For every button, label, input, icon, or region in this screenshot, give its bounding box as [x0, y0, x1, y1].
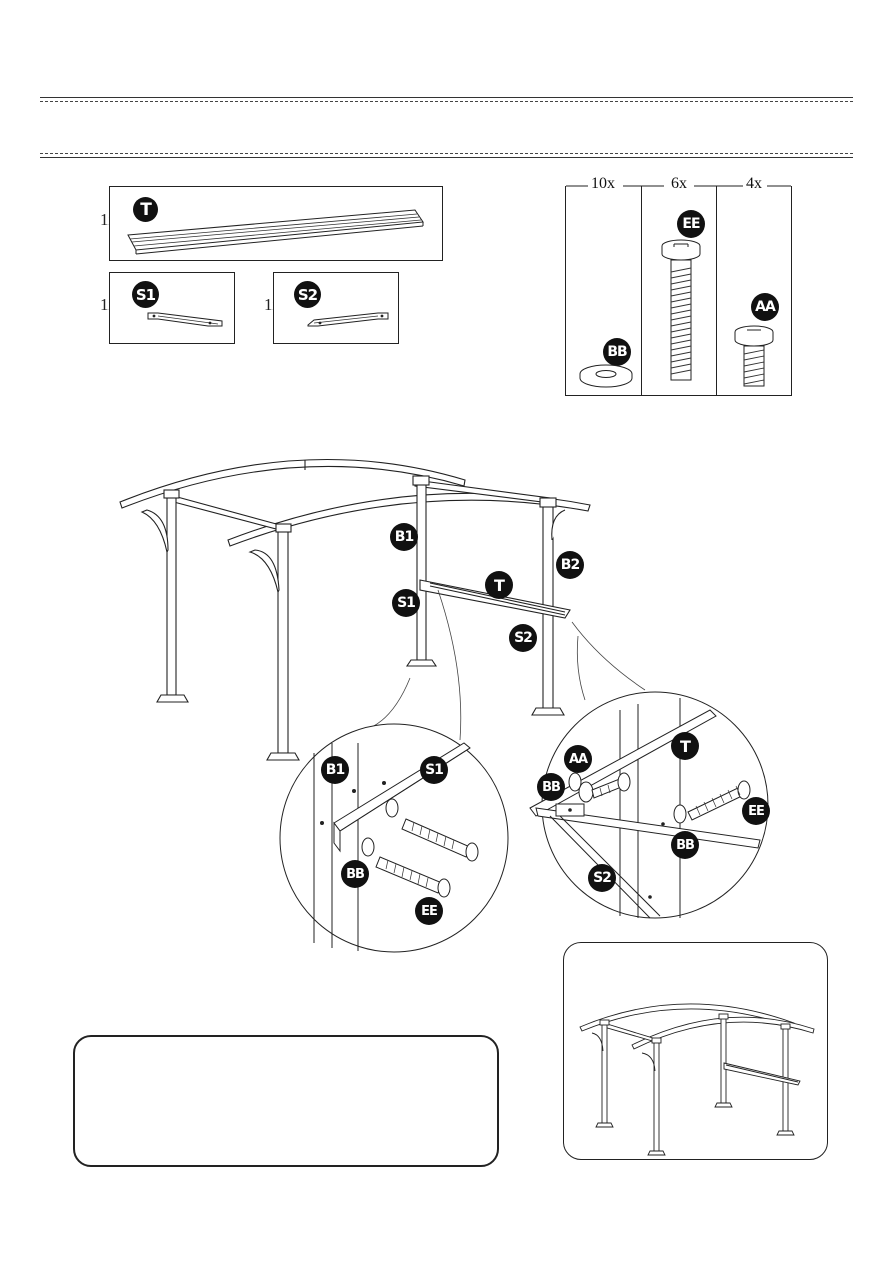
part-t-box: T — [109, 186, 443, 261]
part-s1-box: S1 — [109, 272, 235, 344]
header-rule-bottom — [40, 157, 853, 158]
detail-right-bb-top-badge: BB — [537, 773, 565, 801]
detail-right-bb-bottom-badge: BB — [671, 831, 699, 859]
header-rule-top — [40, 97, 853, 98]
hardware-divider-1 — [641, 186, 642, 395]
main-s2-badge: S2 — [509, 624, 537, 652]
part-s1-badge: S1 — [132, 281, 159, 308]
detail-right-ee-badge: EE — [742, 797, 770, 825]
detail-left-ee-badge: EE — [415, 897, 443, 925]
main-b1-badge: B1 — [390, 523, 418, 551]
hardware-aa-badge: AA — [751, 293, 779, 321]
washer-icon — [579, 364, 633, 388]
hardware-divider-2 — [716, 186, 717, 395]
main-assembly-drawing — [119, 458, 646, 761]
header-rule-bottom-dashed — [40, 153, 853, 154]
long-bolt-icon — [661, 239, 701, 381]
main-s1-badge: S1 — [392, 589, 420, 617]
main-b2-badge: B2 — [556, 551, 584, 579]
hardware-ee-badge: EE — [677, 210, 705, 238]
top-shelf-drawing — [127, 209, 424, 255]
completed-gazebo-drawing — [579, 1003, 815, 1156]
hardware-box-top-border — [566, 185, 791, 187]
short-bolt-icon — [734, 325, 774, 387]
main-t-badge: T — [485, 571, 513, 599]
detail-right-aa-badge: AA — [564, 745, 592, 773]
part-s2-badge: S2 — [294, 281, 321, 308]
detail-right-drawing — [529, 691, 769, 919]
result-preview-box — [563, 942, 828, 1160]
hardware-bb-qty: 10x — [588, 175, 618, 193]
hardware-box: 10x 6x 4x BB EE AA — [565, 175, 792, 396]
detail-left-s1-badge: S1 — [420, 756, 448, 784]
detail-left-b1-badge: B1 — [321, 756, 349, 784]
detail-right-t-badge: T — [671, 732, 699, 760]
detail-right-s2-badge: S2 — [588, 864, 616, 892]
hardware-bb-badge: BB — [603, 338, 631, 366]
part-s2-box: S2 — [273, 272, 399, 344]
hardware-ee-qty: 6x — [668, 175, 690, 193]
bracket-s1-drawing — [147, 312, 223, 327]
detail-left-bb-badge: BB — [341, 860, 369, 888]
detail-left-drawing — [279, 723, 509, 953]
bracket-s2-drawing — [307, 312, 389, 327]
header-rule-top-dashed — [40, 101, 853, 102]
note-box — [73, 1035, 499, 1167]
part-t-badge: T — [133, 197, 158, 222]
hardware-aa-qty: 4x — [743, 175, 765, 193]
